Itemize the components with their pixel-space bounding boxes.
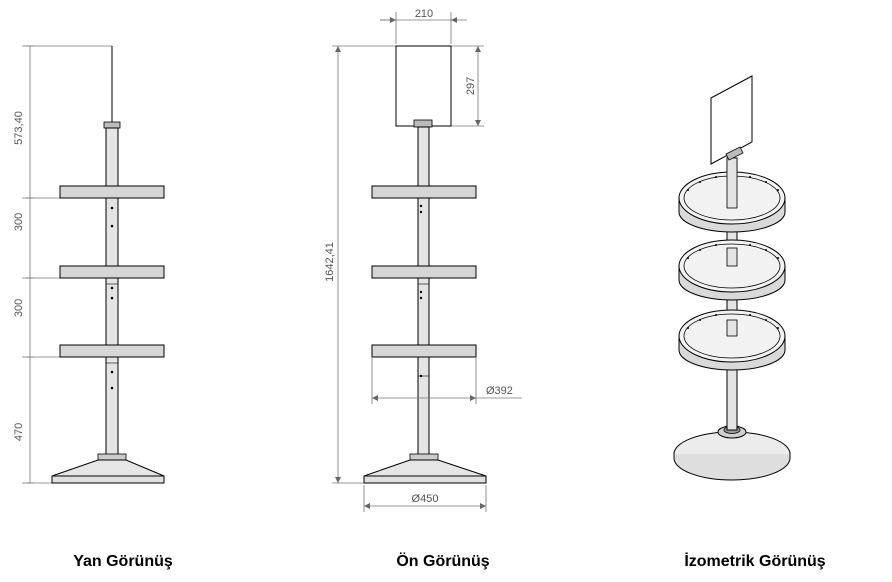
front-dim-sign-height: 297: [465, 77, 477, 95]
side-shelf-3: [59, 344, 165, 358]
iso-tray-3: [678, 309, 786, 371]
side-view: 573,40 300 300 470: [13, 45, 165, 484]
front-dim-total-height: 1642,41: [324, 242, 336, 282]
caption-front-view: Ön Görünüş: [396, 551, 489, 570]
front-dim-base-diameter: Ø450: [412, 493, 439, 505]
iso-view: [673, 75, 791, 481]
caption-side-view: Yan Görünüş: [73, 553, 173, 570]
front-base: [363, 459, 487, 477]
side-dim-shelf-2: 300: [13, 299, 25, 317]
side-base: [51, 459, 165, 477]
side-shelf-1: [59, 185, 165, 199]
side-dim-bottom: 470: [13, 423, 25, 441]
pole-cap: [103, 121, 121, 129]
front-sign-board: [395, 45, 452, 127]
front-shelf-2: [371, 265, 477, 279]
pole: [105, 127, 119, 457]
side-shelf-2: [59, 265, 165, 279]
front-pole: [417, 126, 430, 457]
front-shelf-3: [371, 344, 477, 358]
front-dim-tray-diameter: Ø392: [486, 385, 513, 397]
side-dim-top: 573,40: [13, 111, 25, 145]
iso-tray-1: [678, 157, 786, 233]
front-shelf-1: [371, 185, 477, 199]
side-dim-shelf-1: 300: [13, 213, 25, 231]
iso-tray-2: [678, 239, 786, 301]
front-dim-sign-width: 210: [415, 8, 433, 20]
front-view: 210 297 1642,41: [324, 8, 522, 512]
iso-sign-board: [710, 75, 753, 165]
caption-iso-view: İzometrik Görünüş: [684, 552, 825, 570]
